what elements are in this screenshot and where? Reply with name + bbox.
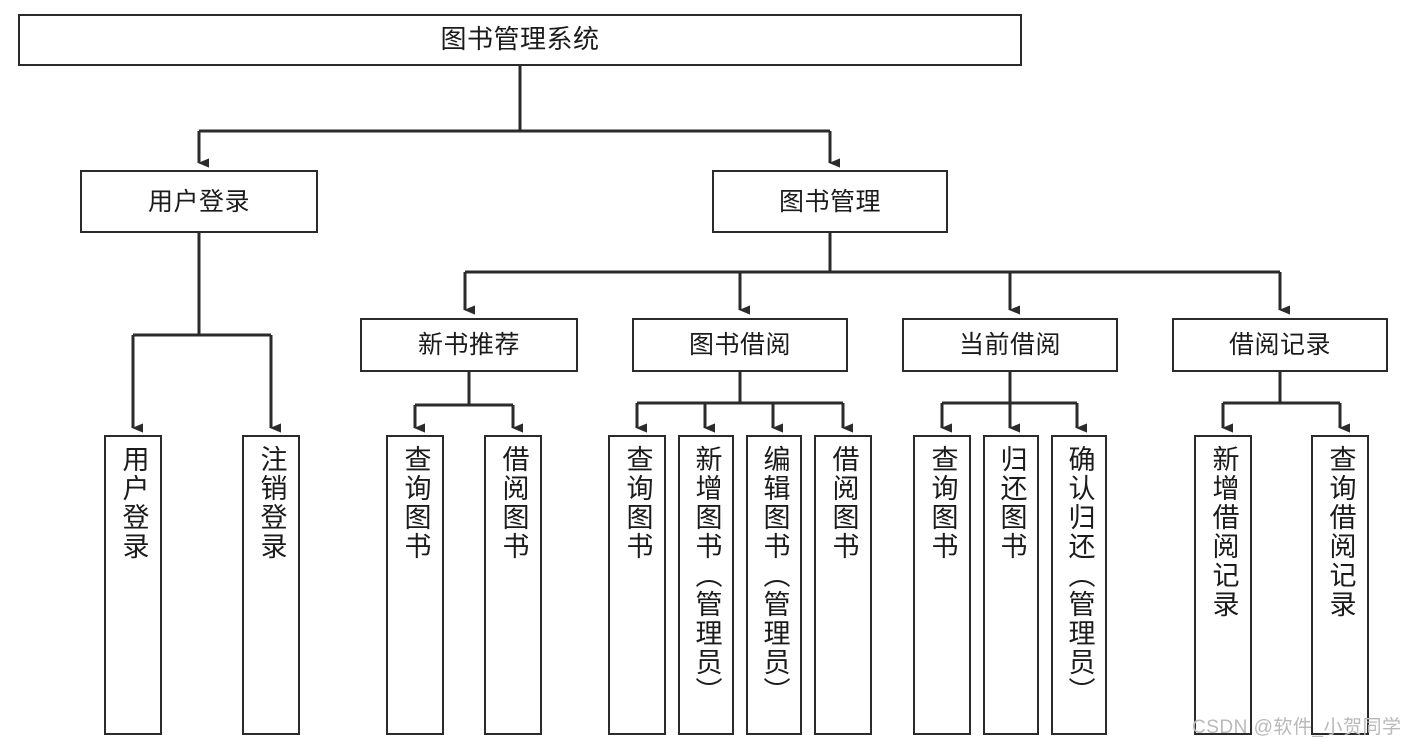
- node-label: 归还图书: [996, 445, 1027, 561]
- node-label: 当前借阅: [958, 331, 1061, 359]
- node-root-system[interactable]: 图书管理系统: [18, 14, 1022, 66]
- leaf-query-book-borrow[interactable]: 查询图书: [608, 435, 666, 735]
- node-label: 图书管理: [778, 187, 881, 216]
- leaf-return-book[interactable]: 归还图书: [983, 435, 1039, 735]
- node-label: 新书推荐: [417, 331, 520, 359]
- node-book-borrowing[interactable]: 图书借阅: [632, 318, 848, 372]
- node-new-book-recommendation[interactable]: 新书推荐: [360, 318, 578, 372]
- node-borrowing-record[interactable]: 借阅记录: [1172, 318, 1388, 372]
- leaf-borrow-book-borrow[interactable]: 借阅图书: [814, 435, 872, 735]
- node-book-management[interactable]: 图书管理: [712, 170, 948, 233]
- node-label: 借阅图书: [828, 445, 859, 561]
- leaf-user-login[interactable]: 用户登录: [104, 435, 162, 735]
- node-label: 图书借阅: [688, 331, 791, 359]
- leaf-query-book-current[interactable]: 查询图书: [913, 435, 971, 735]
- node-label: 新增借阅记录: [1208, 445, 1239, 619]
- node-current-borrowing[interactable]: 当前借阅: [902, 318, 1118, 372]
- leaf-add-book-admin[interactable]: 新增图书（管理员）: [678, 435, 734, 735]
- node-label: 借阅记录: [1228, 331, 1331, 359]
- node-label: 确认归还（管理员）: [1064, 445, 1095, 706]
- node-label: 查询图书: [622, 445, 653, 561]
- leaf-query-borrowing-record[interactable]: 查询借阅记录: [1311, 435, 1369, 735]
- node-label: 图书管理系统: [440, 24, 600, 55]
- leaf-confirm-return-admin[interactable]: 确认归还（管理员）: [1051, 435, 1107, 735]
- node-label: 查询借阅记录: [1325, 445, 1356, 619]
- leaf-query-book-new-book[interactable]: 查询图书: [386, 435, 444, 735]
- csdn-watermark: CSDN @软件_小贺同学: [1192, 717, 1402, 738]
- leaf-edit-book-admin[interactable]: 编辑图书（管理员）: [746, 435, 802, 735]
- node-label: 新增图书（管理员）: [691, 445, 722, 706]
- node-label: 用户登录: [147, 187, 250, 216]
- leaf-borrow-book-new-book[interactable]: 借阅图书: [484, 435, 542, 735]
- node-label: 查询图书: [927, 445, 958, 561]
- node-label: 注销登录: [256, 445, 287, 561]
- leaf-add-borrowing-record[interactable]: 新增借阅记录: [1194, 435, 1252, 735]
- node-user-login[interactable]: 用户登录: [80, 170, 318, 233]
- node-label: 查询图书: [400, 445, 431, 561]
- node-label: 编辑图书（管理员）: [759, 445, 790, 706]
- node-label: 用户登录: [118, 445, 149, 561]
- node-label: 借阅图书: [498, 445, 529, 561]
- leaf-logout[interactable]: 注销登录: [242, 435, 300, 735]
